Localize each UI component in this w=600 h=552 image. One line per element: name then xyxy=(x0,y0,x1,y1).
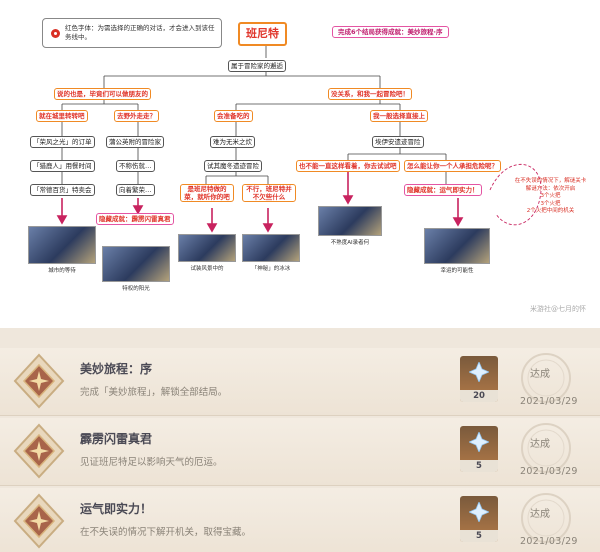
node-city-3: 「常德百货」特卖会 xyxy=(30,184,95,196)
node-food-choice-a: 是班尼特做的菜，就听你的吧 xyxy=(180,184,234,202)
achievement-desc: 见证班尼特足以影响天气的厄运。 xyxy=(80,457,223,468)
ending-thumbnail: 幸运的可能性 xyxy=(424,228,490,274)
achievement-desc: 完成「美妙旅程」，解锁全部结局。 xyxy=(80,387,228,398)
achievement-desc: 在不失误的情况下解开机关，取得宝藏。 xyxy=(80,527,252,538)
node-food: 会准备吃的 xyxy=(214,110,253,122)
achievement-title: 运气即实力！ xyxy=(80,502,153,516)
achievement-date: 2021/03/29 xyxy=(520,396,578,407)
achievement-title: 美妙旅程：序 xyxy=(80,362,153,376)
reward-count: 5 xyxy=(460,460,498,472)
ending-caption: 城市的等待 xyxy=(48,268,76,274)
chart-title: 班尼特 xyxy=(238,22,287,46)
primogem-reward: 5 xyxy=(460,426,498,472)
primogem-reward: 5 xyxy=(460,496,498,542)
puzzle-note: 在不失误的情况下，解谜关卡 解谜方法：依次开启 3个火把 3个火把 2个火把中间… xyxy=(514,178,587,214)
node-easy-1: 埃伊安遗迹冒险 xyxy=(372,136,424,148)
watermark: 米游社@七月的怀 xyxy=(530,305,586,313)
achievement-date: 2021/03/29 xyxy=(520,536,578,547)
achievement-row[interactable]: 美妙旅程：序 完成「美妙旅程」，解锁全部结局。 20 达成 2021/03/29 xyxy=(0,348,600,416)
ending-caption: 不熟度AI录者何 xyxy=(330,240,370,246)
primogem-icon xyxy=(469,502,489,522)
achievement-row[interactable]: 霹雳闪雷真君 见证班尼特足以影响天气的厄运。 5 达成 2021/03/29 xyxy=(0,418,600,486)
root-node: 属于冒险家的邂逅 xyxy=(228,60,286,72)
status-text: 达成 xyxy=(530,439,550,450)
legend-text: 红色字体：为需选择的正确的对话，才会进入到该任务线中。 xyxy=(65,24,215,41)
achievement-badge-icon xyxy=(13,353,65,409)
branch-adventure: 没关系，和我一起冒险吧！ xyxy=(328,88,412,100)
ending-caption: 特权的阳光 xyxy=(122,286,150,292)
reward-count: 5 xyxy=(460,530,498,542)
ending-thumbnail: 「神秘」的冰冰 xyxy=(242,234,300,272)
ending-thumbnail: 特权的阳光 xyxy=(102,246,170,292)
ending-thumbnail: 试装风景中的 xyxy=(178,234,236,272)
node-easy-choice-b: 怎么能让你一个人承担危险呢？ xyxy=(404,160,501,172)
hidden-achievement-2: 隐藏成就：运气即实力！ xyxy=(404,184,482,196)
achievement-list: 美妙旅程：序 完成「美妙旅程」，解锁全部结局。 20 达成 2021/03/29… xyxy=(0,328,600,552)
completed-seal-icon xyxy=(521,493,571,543)
achievement-badge-icon xyxy=(13,493,65,549)
primogem-reward: 20 xyxy=(460,356,498,402)
ending-caption: 「神秘」的冰冰 xyxy=(251,266,291,272)
ending-caption: 试装风景中的 xyxy=(190,266,224,272)
legend-note: 红色字体：为需选择的正确的对话，才会进入到该任务线中。 xyxy=(42,18,222,48)
node-food-2: 试其魔冬遗迹冒险 xyxy=(204,160,262,172)
achievement-badge-icon xyxy=(13,423,65,479)
ending-caption: 幸运的可能性 xyxy=(440,268,474,274)
node-food-1: 难为无米之炊 xyxy=(210,136,255,148)
completed-seal-icon xyxy=(521,353,571,403)
info-icon xyxy=(51,29,60,38)
branch-friends: 说的也是，毕竟们可以做朋友的 xyxy=(54,88,151,100)
node-easy-choice-a: 也不能一直这样看着，你去试试吧 xyxy=(296,160,400,172)
node-wild-1: 蒲公英附的冒险家 xyxy=(106,136,164,148)
node-city: 就在城里转转吧 xyxy=(36,110,88,122)
node-wild-2: 不称伤就… xyxy=(116,160,155,172)
node-city-2: 「猎鹿人」用餐时间 xyxy=(30,160,95,172)
node-wild: 去野外走走？ xyxy=(114,110,159,122)
primogem-icon xyxy=(469,362,489,382)
reward-count: 20 xyxy=(460,390,498,402)
status-text: 达成 xyxy=(530,509,550,520)
achievement-row[interactable]: 运气即实力！ 在不失误的情况下解开机关，取得宝藏。 5 达成 2021/03/2… xyxy=(0,488,600,552)
node-easy: 我一般选择直接上 xyxy=(370,110,428,122)
ending-thumbnail: 城市的等待 xyxy=(28,226,96,274)
flowchart-connectors xyxy=(56,44,542,233)
achievement-date: 2021/03/29 xyxy=(520,466,578,477)
achievement-title: 霹雳闪雷真君 xyxy=(80,432,153,446)
hidden-achievement-1: 隐藏成就：霹雳闪雷真君 xyxy=(96,213,174,225)
completed-seal-icon xyxy=(521,423,571,473)
ending-thumbnail: 不熟度AI录者何 xyxy=(318,206,382,246)
primogem-icon xyxy=(469,432,489,452)
ending-flowchart: 红色字体：为需选择的正确的对话，才会进入到该任务线中。 班尼特 完成6个结局获得… xyxy=(28,18,587,313)
node-wild-3: 向着繁荣… xyxy=(116,184,155,196)
node-food-choice-b: 不行，班尼特并不欠些什么 xyxy=(242,184,296,202)
status-text: 达成 xyxy=(530,369,550,380)
node-city-1: 「荣风之光」的订单 xyxy=(30,136,95,148)
goal-label: 完成6个结局获得成就：美妙旅程·序 xyxy=(332,26,449,38)
